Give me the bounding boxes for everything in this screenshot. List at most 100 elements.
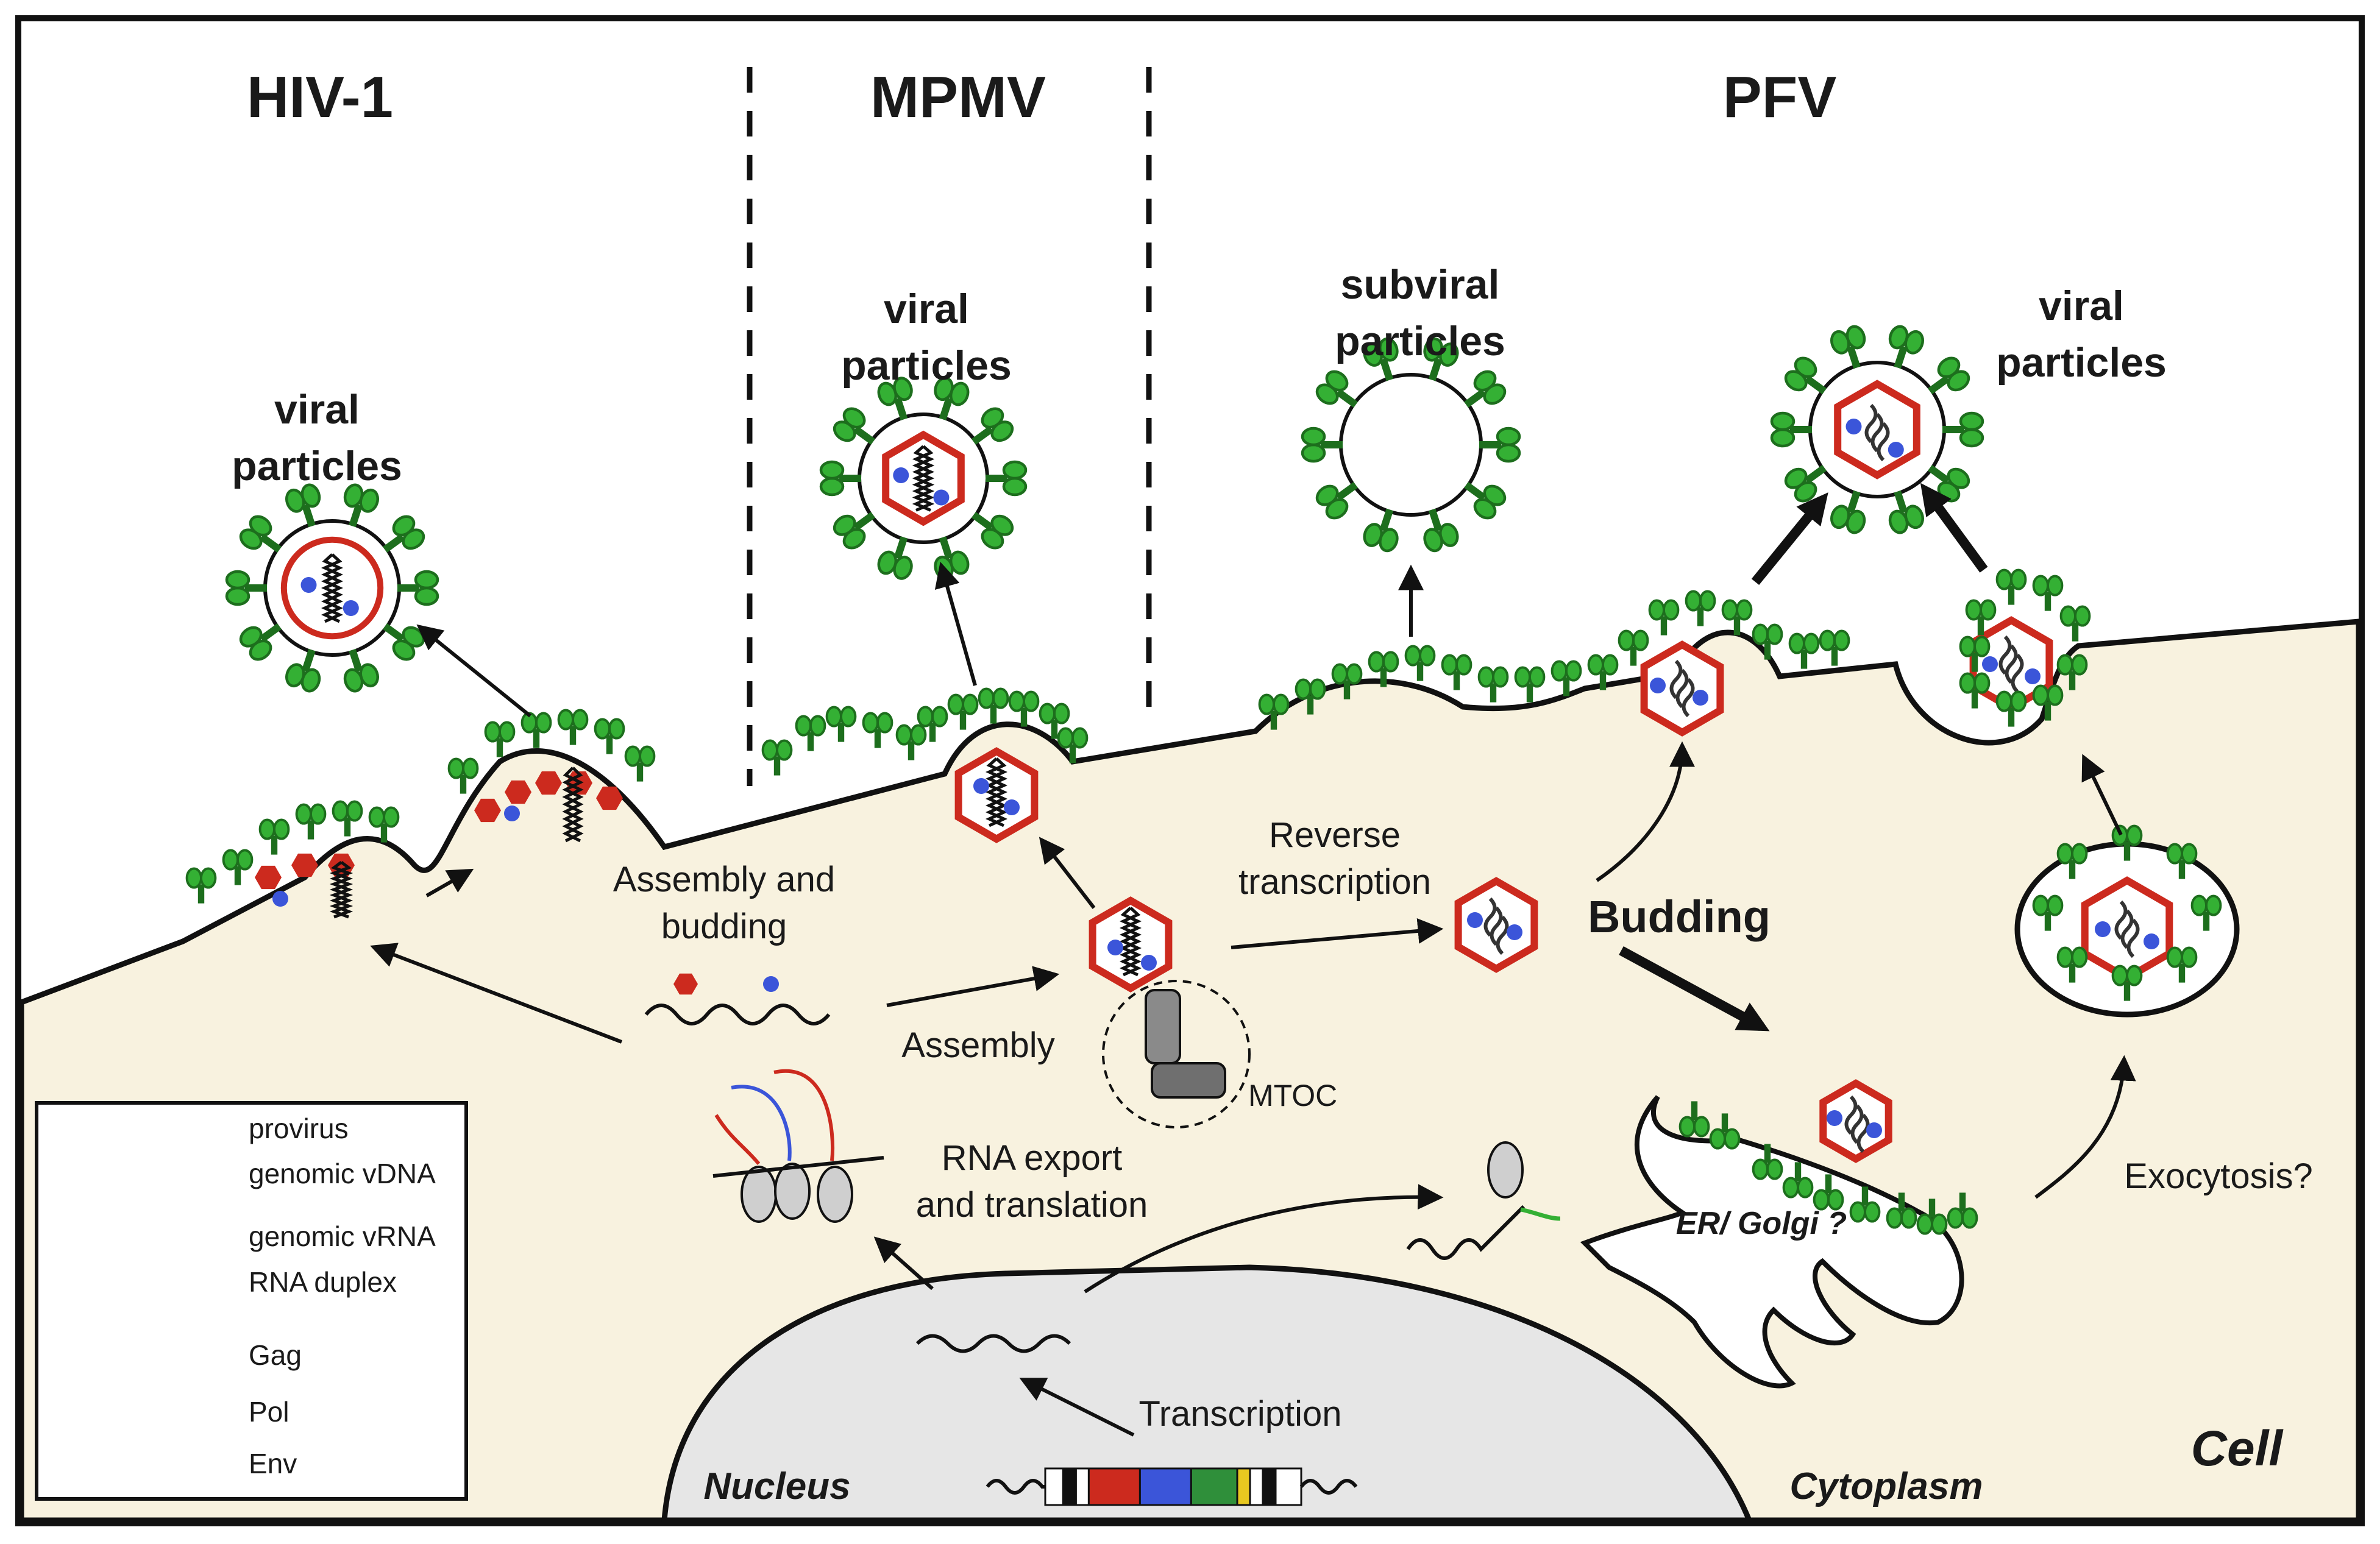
- label-assembly-budding-1: Assembly and: [613, 860, 835, 899]
- gag-protein-icon: [474, 798, 501, 823]
- env-protein-icon: [1423, 337, 1459, 381]
- env-protein-icon: [484, 721, 516, 757]
- label-exocytosis: Exocytosis?: [2124, 1156, 2312, 1196]
- legend-env: Env: [249, 1448, 297, 1479]
- env-protein-icon: [258, 818, 290, 855]
- pfv-virion-released: [1770, 325, 1984, 534]
- label-reverse-transcription: transcription: [1238, 862, 1431, 902]
- pol-dot-icon: [2144, 933, 2159, 949]
- pol-dot-icon: [300, 577, 317, 593]
- env-protein-icon: [1770, 411, 1812, 448]
- label-cytoplasm: Cytoplasm: [1790, 1465, 1983, 1507]
- provirus-gene-icon: [1044, 1467, 1302, 1506]
- arrow-budding-to-er: [1619, 946, 1770, 1032]
- env-protein-icon: [1551, 660, 1582, 696]
- env-protein-icon: [1888, 325, 1924, 369]
- gag-protein-icon: [291, 853, 318, 877]
- arrow-pfv-release-2: [1920, 483, 1988, 573]
- pol-dot-icon: [1004, 799, 1020, 815]
- env-protein-icon: [285, 648, 321, 693]
- arrow-pfv-release-1: [1751, 492, 1828, 586]
- env-protein-icon: [1819, 629, 1850, 666]
- env-protein-icon: [833, 407, 876, 445]
- env-protein-icon: [862, 712, 893, 748]
- pol-dot-icon: [2025, 668, 2041, 684]
- genome-icon: [2114, 900, 2140, 958]
- env-protein-icon: [1886, 1192, 1917, 1229]
- label-rna-export: RNA export: [942, 1138, 1123, 1178]
- gag-protein-icon: [255, 865, 282, 890]
- env-protein-icon: [1916, 1199, 1948, 1235]
- arrow-reverse-transcription: [1231, 918, 1444, 949]
- label-transcription: Transcription: [1138, 1394, 1341, 1434]
- mtoc-centrioles-icon: [1145, 989, 1226, 1099]
- pol-dot-icon: [1141, 955, 1157, 971]
- env-protein-icon: [1464, 481, 1507, 520]
- env-protein-icon: [2056, 654, 2088, 690]
- env-protein-icon: [1995, 690, 2027, 727]
- ribosome-icon: [741, 1166, 777, 1223]
- env-protein-icon: [239, 623, 282, 661]
- env-protein-icon: [1057, 727, 1089, 763]
- env-protein-icon: [624, 745, 656, 782]
- env-protein-icon: [1830, 325, 1866, 369]
- env-protein-icon: [978, 687, 1009, 724]
- pol-dot-icon: [1845, 419, 1862, 434]
- env-protein-icon: [2056, 843, 2088, 879]
- rna-duplex-icon: [985, 757, 1008, 827]
- pol-dot-icon: [1827, 1110, 1842, 1126]
- env-protein-icon: [895, 724, 927, 760]
- genome-icon: [1483, 897, 1509, 955]
- env-protein-icon: [1813, 1174, 1844, 1211]
- label-er-golgi: ER/ Golgi ?: [1676, 1206, 1847, 1241]
- env-protein-icon: [1685, 590, 1716, 626]
- arrow-to-er: [1084, 1184, 1444, 1294]
- mtoc-region: [1102, 980, 1251, 1128]
- env-protein-icon: [761, 739, 793, 776]
- env-protein-icon: [1295, 678, 1326, 715]
- env-protein-icon: [1315, 370, 1358, 408]
- env-protein-icon: [1782, 1162, 1814, 1199]
- label-cell: Cell: [2191, 1421, 2284, 1476]
- env-protein-icon: [1849, 1186, 1881, 1223]
- env-protein-icon: [833, 512, 876, 550]
- label-pfv-viral: viral: [2039, 283, 2124, 329]
- legend-provirus: provirus: [249, 1113, 349, 1144]
- env-protein-icon: [222, 849, 254, 885]
- env-protein-icon: [1995, 568, 2027, 605]
- er-golgi-organelle: [1580, 1095, 1964, 1389]
- rna-duplex-icon: [1119, 907, 1142, 977]
- arrow-vesicle-to-membrane: [2081, 754, 2123, 836]
- label-mtoc: MTOC: [1248, 1078, 1337, 1113]
- pol-dot-icon: [893, 467, 909, 483]
- arrow-mpmv-to-membrane: [1039, 837, 1096, 909]
- env-protein-icon: [971, 512, 1014, 550]
- arrow-rna-to-membrane: [370, 943, 623, 1044]
- label-nucleus: Nucleus: [703, 1465, 850, 1507]
- mrna-icon: [712, 1156, 884, 1178]
- env-protein-icon: [1959, 672, 1991, 709]
- gag-protein-icon: [673, 973, 698, 995]
- pol-dot-icon: [272, 891, 288, 907]
- legend-pol: Pol: [249, 1396, 289, 1428]
- genome-icon: [1669, 659, 1695, 718]
- env-protein-icon: [1928, 356, 1970, 394]
- env-protein-icon: [594, 718, 625, 754]
- pfv-er-capsid: [1819, 1079, 1892, 1163]
- panel-title-mpmv: MPMV: [870, 65, 1046, 130]
- env-protein-icon: [1830, 490, 1866, 534]
- pol-dot-icon: [763, 976, 779, 992]
- genome-icon: [1844, 1095, 1870, 1153]
- env-protein-icon: [343, 648, 379, 693]
- env-protein-icon: [368, 806, 400, 843]
- env-protein-icon: [1942, 411, 1984, 448]
- arrow-rna-export: [873, 1236, 934, 1291]
- label-hiv-viral: viral: [274, 386, 360, 433]
- env-protein-icon: [1301, 427, 1343, 463]
- env-protein-icon: [1721, 599, 1753, 636]
- rna-duplex-icon: [912, 445, 935, 512]
- label-hiv-particles: particles: [232, 443, 402, 489]
- genome-icon: [1998, 635, 2024, 693]
